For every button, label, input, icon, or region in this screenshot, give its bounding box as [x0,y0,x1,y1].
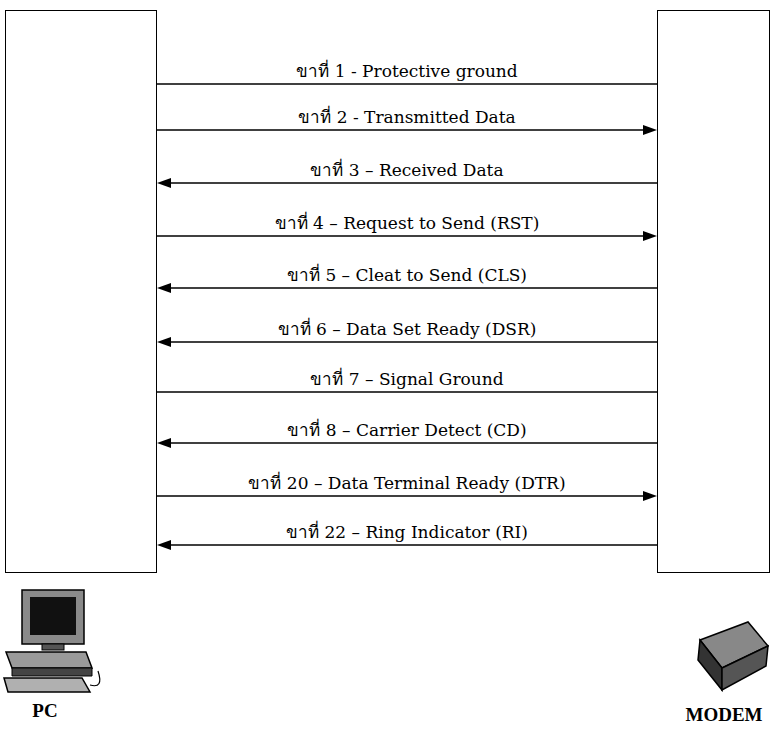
pin-label: ขาที่ 7 – Signal Ground [307,369,506,389]
pin-label: ขาที่ 6 – Data Set Ready (DSR) [275,319,540,339]
pin-label: ขาที่ 5 – Cleat to Send (CLS) [284,265,530,285]
device-column: PC [5,10,157,730]
signal-line [157,392,657,393]
pin-label: ขาที่ 1 - Protective ground [293,61,520,81]
pin-label: ขาที่ 8 – Carrier Detect (CD) [284,420,529,440]
device-label: MODEM [685,705,762,726]
device-box [5,10,157,573]
signal-line [157,84,657,85]
device-label: PC [32,701,57,722]
pin-label: ขาที่ 4 – Request to Send (RST) [272,213,543,233]
pin-label: ขาที่ 2 - Transmitted Data [295,107,518,127]
modem-icon [698,622,768,690]
pin-label: ขาที่ 20 – Data Terminal Ready (DTR) [245,473,568,493]
pc-icon [4,590,100,692]
device-column: MODEM [657,10,770,730]
pin-label: ขาที่ 22 – Ring Indicator (RI) [283,522,531,542]
device-box [657,10,770,573]
pin-label: ขาที่ 3 – Received Data [307,160,506,180]
